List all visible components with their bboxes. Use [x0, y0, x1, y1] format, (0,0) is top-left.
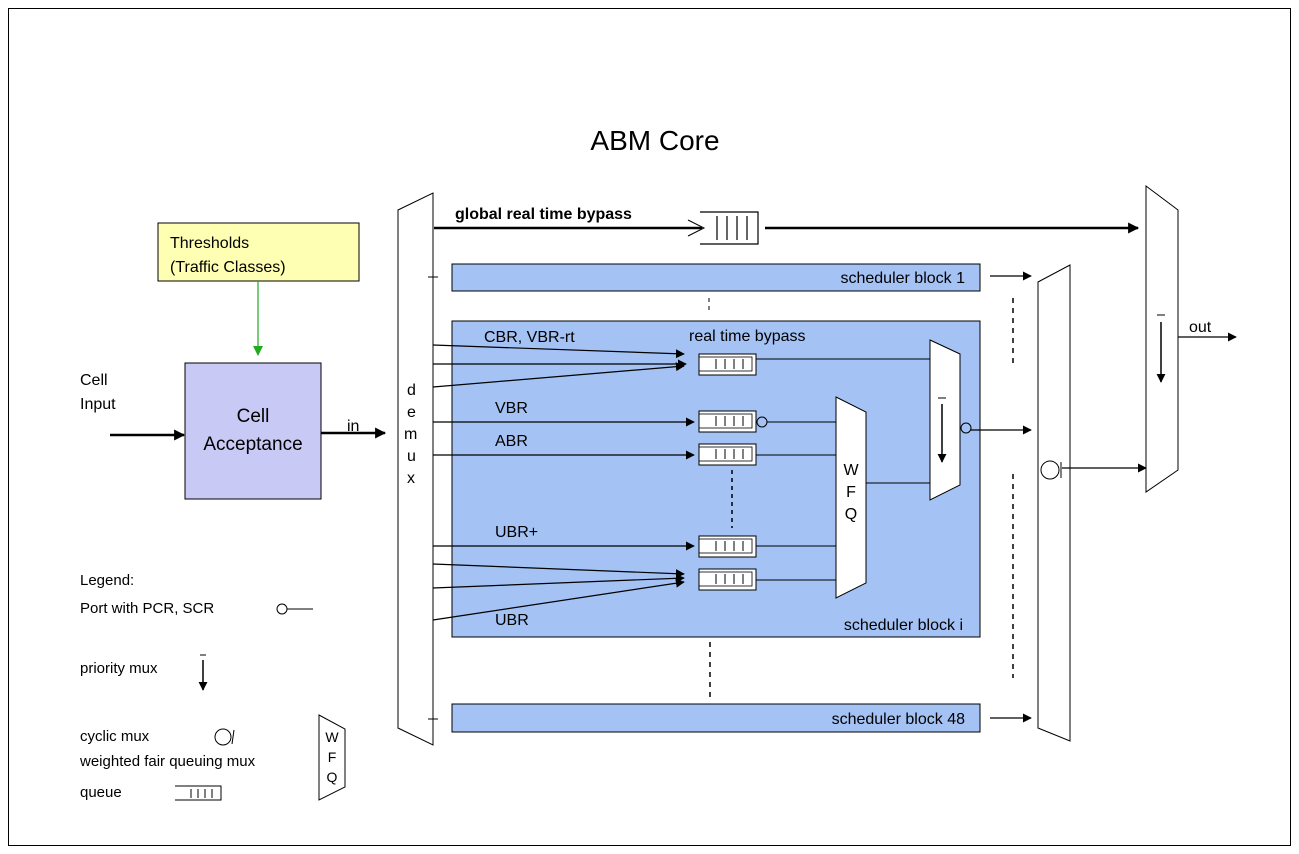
legend-wfq-letter-f: F [328, 749, 337, 765]
legend-port-icon [276, 603, 288, 615]
class-ubr-plus-label: UBR+ [495, 524, 538, 541]
wfq-letter-f: F [846, 484, 856, 501]
queue-ubr [698, 568, 757, 591]
legend-cyclic-label: cyclic mux [80, 728, 150, 745]
legend-port-label: Port with PCR, SCR [80, 600, 214, 617]
demux-letter-u: u [407, 448, 416, 465]
demux-letter-m: m [404, 426, 417, 443]
cell-input-label-2: Input [80, 396, 116, 413]
demux-letter-e: e [407, 404, 416, 421]
cell-acceptance-label-2: Acceptance [203, 434, 302, 455]
diagram-frame [8, 8, 1291, 846]
legend-wfq-letter-w: W [325, 729, 339, 745]
legend-title: Legend: [80, 572, 134, 589]
legend-wfq-icon [318, 714, 346, 801]
legend-wfq-letter-q: Q [327, 769, 338, 785]
real-time-bypass-label: real time bypass [689, 328, 806, 345]
class-vbr-label: VBR [495, 400, 528, 417]
cyclic-mux-circle [1040, 460, 1060, 480]
scheduler-block-1-label: scheduler block 1 [840, 270, 965, 287]
legend-cyclic-bar [231, 729, 235, 745]
class-cbr-label: CBR, VBR-rt [484, 329, 575, 346]
scheduler-block-48 [451, 703, 981, 733]
legend-queue-icon [175, 785, 222, 801]
demux-letter-d: d [407, 382, 416, 399]
global-bypass-queue [687, 211, 759, 245]
thresholds-label-1: Thresholds [170, 235, 249, 252]
legend-priority-label: priority mux [80, 660, 158, 677]
queue-abr [698, 443, 757, 466]
cell-acceptance-box [184, 362, 322, 500]
input-arrows [432, 344, 695, 621]
wfq-mux [835, 396, 867, 599]
demux-letter-x: x [407, 470, 415, 487]
global-bypass-label: global real time bypass [455, 206, 632, 223]
in-label: in [347, 418, 359, 435]
demux-shape [397, 192, 434, 746]
legend-cyclic-icon [214, 728, 232, 746]
queue-ubr-plus [698, 535, 757, 558]
queue-output-lines [756, 358, 930, 581]
cell-input-label-1: Cell [80, 372, 108, 389]
legend-queue-label: queue [80, 784, 122, 801]
block-priority-mux [929, 339, 961, 501]
queue-rt [698, 353, 757, 376]
out-label: out [1189, 319, 1212, 336]
diagram-title: ABM Core [590, 125, 719, 156]
wfq-letter-w: W [843, 462, 859, 479]
scheduler-block-1 [451, 263, 981, 292]
block-i-port [960, 422, 972, 434]
scheduler-block-i-label: scheduler block i [844, 617, 963, 634]
thresholds-label-2: (Traffic Classes) [170, 259, 286, 276]
class-abr-label: ABR [495, 433, 528, 450]
class-ubr-label: UBR [495, 612, 529, 629]
cyclic-mux [1037, 264, 1071, 742]
cell-acceptance-label-1: Cell [237, 406, 270, 427]
queue-vbr [698, 410, 757, 433]
scheduler-block-48-label: scheduler block 48 [832, 711, 966, 728]
wfq-letter-q: Q [845, 506, 857, 523]
legend-wfq-label: weighted fair queuing mux [79, 753, 256, 770]
output-priority-mux [1145, 185, 1179, 493]
